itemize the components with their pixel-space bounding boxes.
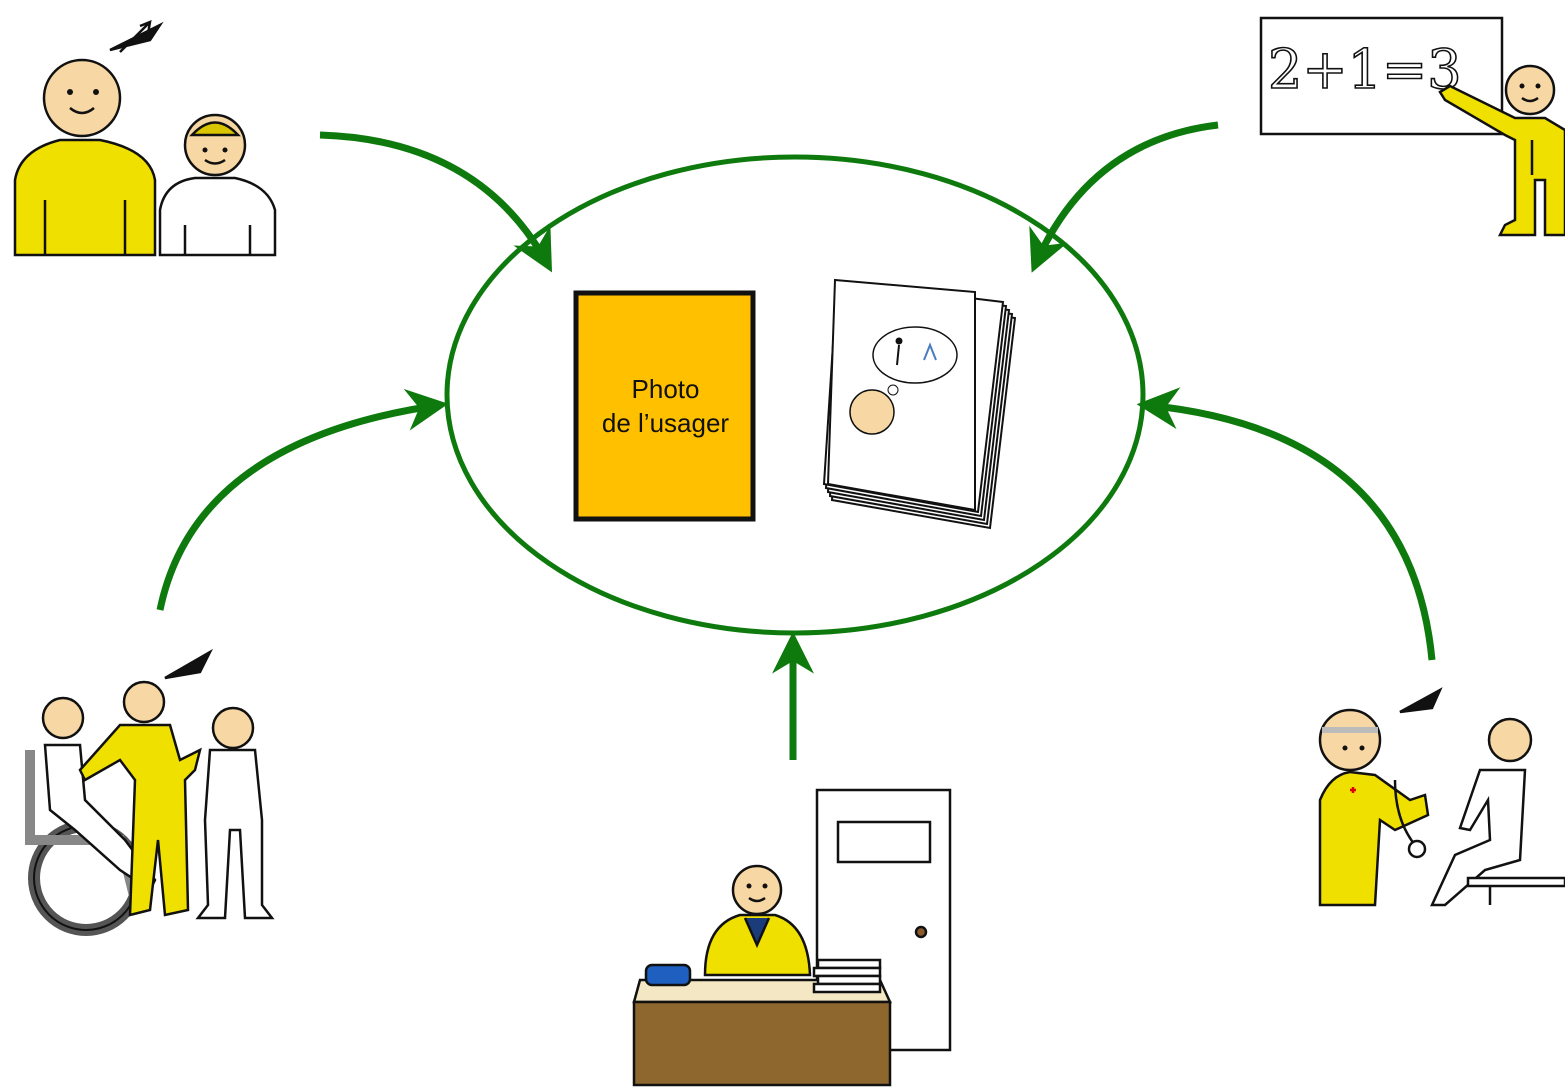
secretary-desk-icon <box>632 788 952 1087</box>
arrow-left <box>156 388 449 611</box>
arrow-top-left <box>319 131 553 273</box>
story-pages-icon <box>822 278 1017 530</box>
arrow-top-right <box>1029 121 1219 273</box>
parent-and-child-icon <box>13 20 277 257</box>
user-photo-box <box>573 290 756 522</box>
photo-label-line2: de l’usager <box>601 408 730 438</box>
svg-text:2+1=3: 2+1=3 <box>1268 38 1462 101</box>
caregiver-icon <box>25 648 275 936</box>
user-photo-label: Photo de l’usager <box>578 372 753 440</box>
center-ellipse <box>444 154 1146 636</box>
doctor-icon <box>1318 687 1565 907</box>
teacher-icon: 2+1=3 <box>1259 16 1565 237</box>
arrow-right <box>1136 387 1436 661</box>
photo-label-line1: Photo <box>631 374 700 404</box>
